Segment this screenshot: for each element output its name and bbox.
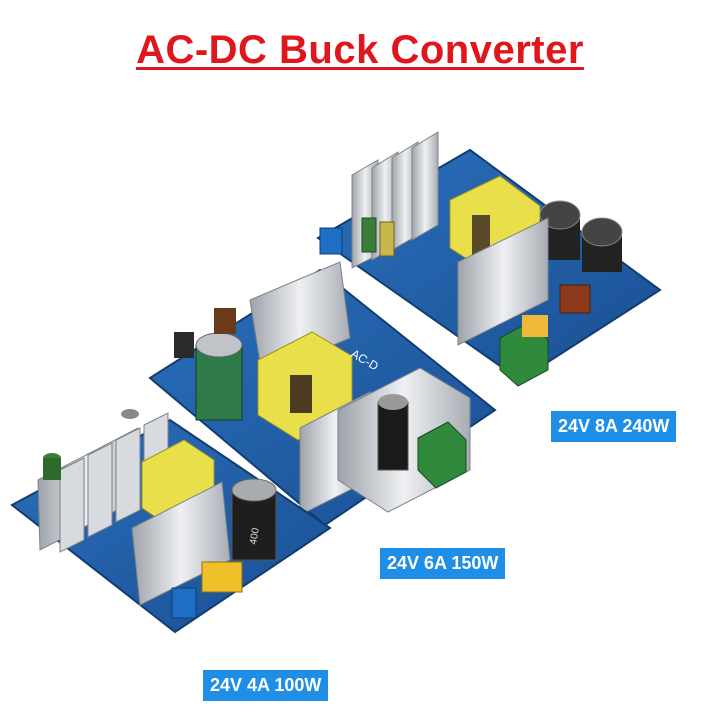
page-title: AC-DC Buck Converter — [136, 28, 584, 72]
capacitor-100w-black — [231, 489, 277, 561]
board-150w: AC-D — [148, 261, 497, 527]
product-label-240w: 24V 8A 240W — [551, 411, 677, 442]
terminal-100w — [171, 587, 197, 619]
board-240w — [316, 131, 662, 387]
heatsink-240w-right — [457, 217, 549, 346]
heatsink-240w-left — [351, 131, 439, 269]
product-label-150w: 24V 6A 150W — [380, 548, 506, 579]
terminal-150w — [417, 421, 467, 489]
cap-text-100w: 400 — [248, 527, 262, 546]
product-label-100w: 24V 4A 100W — [203, 670, 329, 701]
heatsink-100w-right — [131, 481, 231, 606]
heatsink-100w-left — [37, 412, 169, 553]
capacitor-150w-black — [377, 401, 409, 471]
board-100w: 400 — [10, 409, 332, 634]
